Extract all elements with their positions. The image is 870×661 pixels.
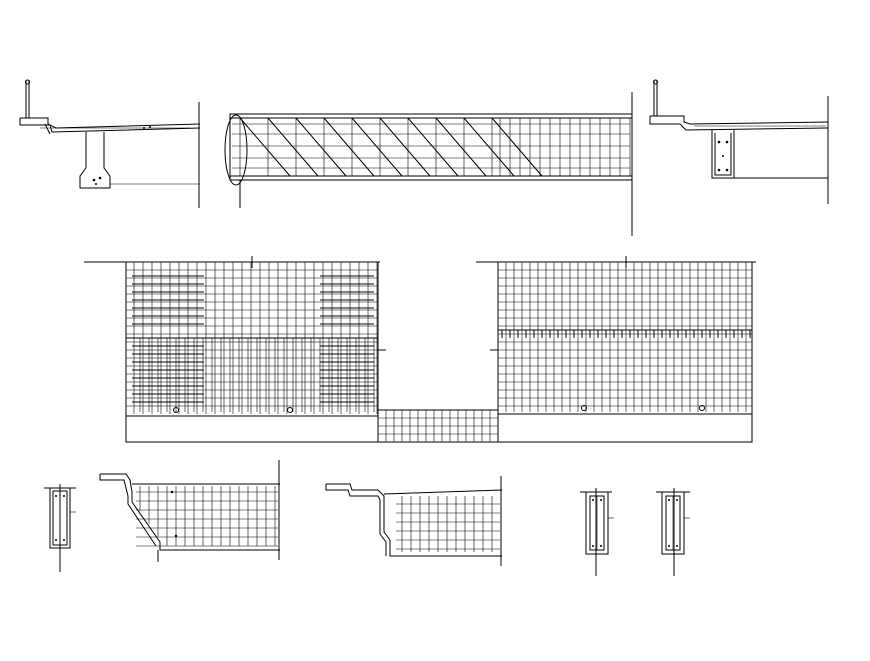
reinforcement-mesh-elevations — [84, 256, 756, 443]
wall-detail-5 — [656, 488, 690, 576]
sloped-section-detail — [99, 460, 280, 562]
stepped-section-detail — [325, 476, 503, 566]
cross-section-left — [19, 79, 201, 208]
wall-detail-1 — [44, 484, 76, 572]
wall-detail-4 — [580, 488, 614, 576]
longitudinal-elevation — [224, 92, 633, 236]
cross-section-right — [649, 79, 829, 204]
